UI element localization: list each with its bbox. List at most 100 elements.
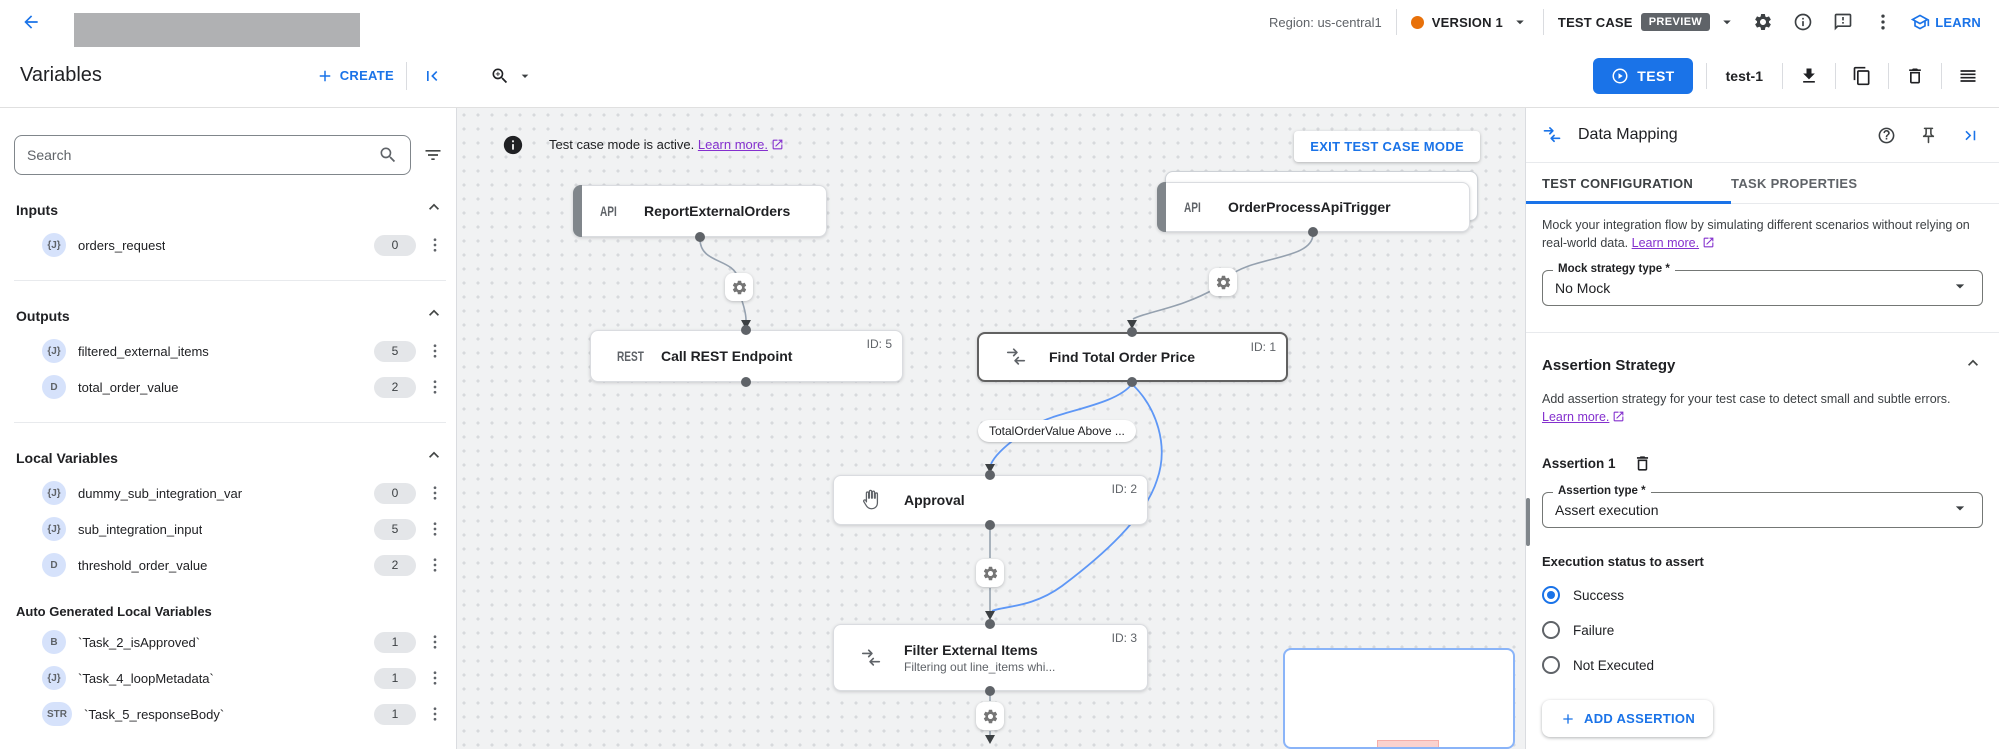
row-kebab-icon[interactable]	[424, 340, 446, 362]
section-header-local-variables[interactable]: Local Variables	[16, 445, 444, 470]
data-mapping-panel: Data Mapping TEST CONFIGURATION TASK PRO…	[1525, 108, 1999, 749]
rest-type-badge: REST	[617, 348, 644, 364]
api-type-badge: API	[1184, 199, 1201, 215]
divider	[1526, 332, 1999, 333]
radio-option-failure[interactable]: Failure	[1542, 621, 1983, 639]
output-port[interactable]	[1308, 227, 1318, 237]
info-icon[interactable]	[1790, 9, 1816, 35]
output-port[interactable]	[985, 686, 995, 696]
play-circle-icon	[1612, 68, 1628, 83]
sort-filter-icon[interactable]	[420, 142, 446, 168]
add-assertion-button[interactable]: ADD ASSERTION	[1542, 700, 1714, 737]
edge-settings-gear-icon[interactable]	[976, 702, 1004, 730]
assertion-type-select[interactable]: Assertion type * Assert execution	[1542, 485, 1983, 528]
row-kebab-icon[interactable]	[424, 667, 446, 689]
external-link-icon	[1612, 410, 1625, 428]
var-type-json-icon: {J}	[42, 339, 66, 363]
output-port[interactable]	[741, 377, 751, 387]
divider	[1395, 9, 1397, 35]
row-kebab-icon[interactable]	[424, 518, 446, 540]
variable-row[interactable]: {J} filtered_external_items 5	[42, 338, 446, 364]
row-kebab-icon[interactable]	[424, 554, 446, 576]
tab-task-properties[interactable]: TASK PROPERTIES	[1731, 175, 1858, 191]
data-mapping-icon	[1005, 346, 1027, 368]
usage-count-badge: 2	[374, 554, 416, 576]
assertion-strategy-header[interactable]: Assertion Strategy	[1542, 353, 1983, 378]
variable-row[interactable]: B `Task_2_isApproved` 1	[42, 629, 446, 655]
delete-assertion-icon[interactable]	[1630, 450, 1656, 476]
input-port[interactable]	[985, 619, 995, 629]
preview-badge: PREVIEW	[1640, 13, 1711, 31]
tab-test-configuration[interactable]: TEST CONFIGURATION	[1542, 175, 1694, 191]
search-input[interactable]	[27, 147, 378, 163]
input-port[interactable]	[741, 325, 751, 335]
flow-node-find-total-order-price[interactable]: Find Total Order Price ID: 1	[977, 332, 1288, 382]
row-kebab-icon[interactable]	[424, 703, 446, 725]
exit-test-case-mode-button[interactable]: EXIT TEST CASE MODE	[1294, 131, 1480, 162]
node-id-label: ID: 1	[1250, 340, 1276, 354]
version-selector[interactable]: VERSION 1	[1410, 9, 1529, 35]
section-header-inputs[interactable]: Inputs	[16, 197, 444, 222]
variable-row[interactable]: {J} `Task_4_loopMetadata` 1	[42, 665, 446, 691]
download-icon[interactable]	[1796, 63, 1822, 89]
variable-row[interactable]: D total_order_value 2	[42, 374, 446, 400]
variable-row[interactable]: {J} orders_request 0	[42, 232, 446, 258]
feedback-icon[interactable]	[1830, 9, 1856, 35]
assertion-learn-more-link[interactable]: Learn more.	[1542, 410, 1610, 424]
row-kebab-icon[interactable]	[424, 631, 446, 653]
row-kebab-icon[interactable]	[424, 234, 446, 256]
execution-logs-icon[interactable]	[1955, 63, 1981, 89]
collapse-panel-right-icon[interactable]	[1957, 122, 1983, 148]
assertion-description: Add assertion strategy for your test cas…	[1542, 390, 1983, 428]
usage-count-badge: 5	[374, 518, 416, 540]
mock-description: Mock your integration flow by simulating…	[1542, 216, 1983, 254]
output-port[interactable]	[1127, 377, 1137, 387]
variable-row[interactable]: {J} sub_integration_input 5	[42, 516, 446, 542]
edge-settings-gear-icon[interactable]	[976, 559, 1004, 587]
input-port[interactable]	[985, 470, 995, 480]
edge-settings-gear-icon[interactable]	[1209, 268, 1237, 296]
learn-icon	[1911, 14, 1930, 30]
var-type-json-icon: {J}	[42, 517, 66, 541]
back-arrow-icon[interactable]	[18, 9, 44, 35]
mock-strategy-select[interactable]: Mock strategy type * No Mock	[1542, 263, 1983, 306]
settings-gear-icon[interactable]	[1750, 9, 1776, 35]
radio-option-success[interactable]: Success	[1542, 586, 1983, 604]
copy-icon[interactable]	[1849, 63, 1875, 89]
flow-node-report-external-orders[interactable]: API ReportExternalOrders	[573, 185, 827, 237]
mock-learn-more-link[interactable]: Learn more.	[1631, 236, 1700, 250]
create-variable-button[interactable]: CREATE	[316, 67, 394, 85]
edge-condition-label[interactable]: TotalOrderValue Above ...	[978, 420, 1136, 442]
var-type-double-icon: D	[42, 375, 66, 399]
output-port[interactable]	[695, 232, 705, 242]
row-kebab-icon[interactable]	[424, 482, 446, 504]
integration-flow-canvas[interactable]: Test case mode is active. Learn more. EX…	[457, 108, 1525, 749]
more-options-kebab-icon[interactable]	[1870, 9, 1896, 35]
canvas-zoom-control[interactable]	[487, 63, 533, 89]
row-kebab-icon[interactable]	[424, 376, 446, 398]
canvas-minimap[interactable]	[1283, 648, 1515, 749]
flow-node-approval[interactable]: Approval ID: 2	[833, 475, 1148, 525]
flow-node-order-process-api-trigger[interactable]: API OrderProcessApiTrigger	[1157, 182, 1470, 232]
test-case-selector[interactable]: TEST CASE PREVIEW	[1558, 9, 1736, 35]
radio-option-not-executed[interactable]: Not Executed	[1542, 656, 1983, 674]
test-button[interactable]: TEST	[1593, 57, 1693, 94]
collapse-panel-icon[interactable]	[419, 63, 445, 89]
section-header-outputs[interactable]: Outputs	[16, 303, 444, 328]
flow-node-call-rest-endpoint[interactable]: REST Call REST Endpoint ID: 5	[590, 330, 903, 382]
flow-node-filter-external-items[interactable]: Filter External Items Filtering out line…	[833, 624, 1148, 691]
variable-row[interactable]: STR `Task_5_responseBody` 1	[42, 701, 446, 727]
output-port[interactable]	[985, 520, 995, 530]
panel-tabs: TEST CONFIGURATION TASK PROPERTIES	[1526, 162, 1999, 204]
delete-icon[interactable]	[1902, 63, 1928, 89]
learn-link[interactable]: LEARN	[1910, 12, 1981, 32]
edge-settings-gear-icon[interactable]	[725, 273, 753, 301]
variable-row[interactable]: D threshold_order_value 2	[42, 552, 446, 578]
banner-learn-more-link[interactable]: Learn more.	[697, 136, 768, 152]
panel-resize-handle[interactable]	[1526, 498, 1530, 546]
pin-icon[interactable]	[1915, 122, 1941, 148]
input-port[interactable]	[1127, 327, 1137, 337]
variable-row[interactable]: {J} dummy_sub_integration_var 0	[42, 480, 446, 506]
help-icon[interactable]	[1873, 122, 1899, 148]
variables-search-box[interactable]	[14, 135, 411, 175]
